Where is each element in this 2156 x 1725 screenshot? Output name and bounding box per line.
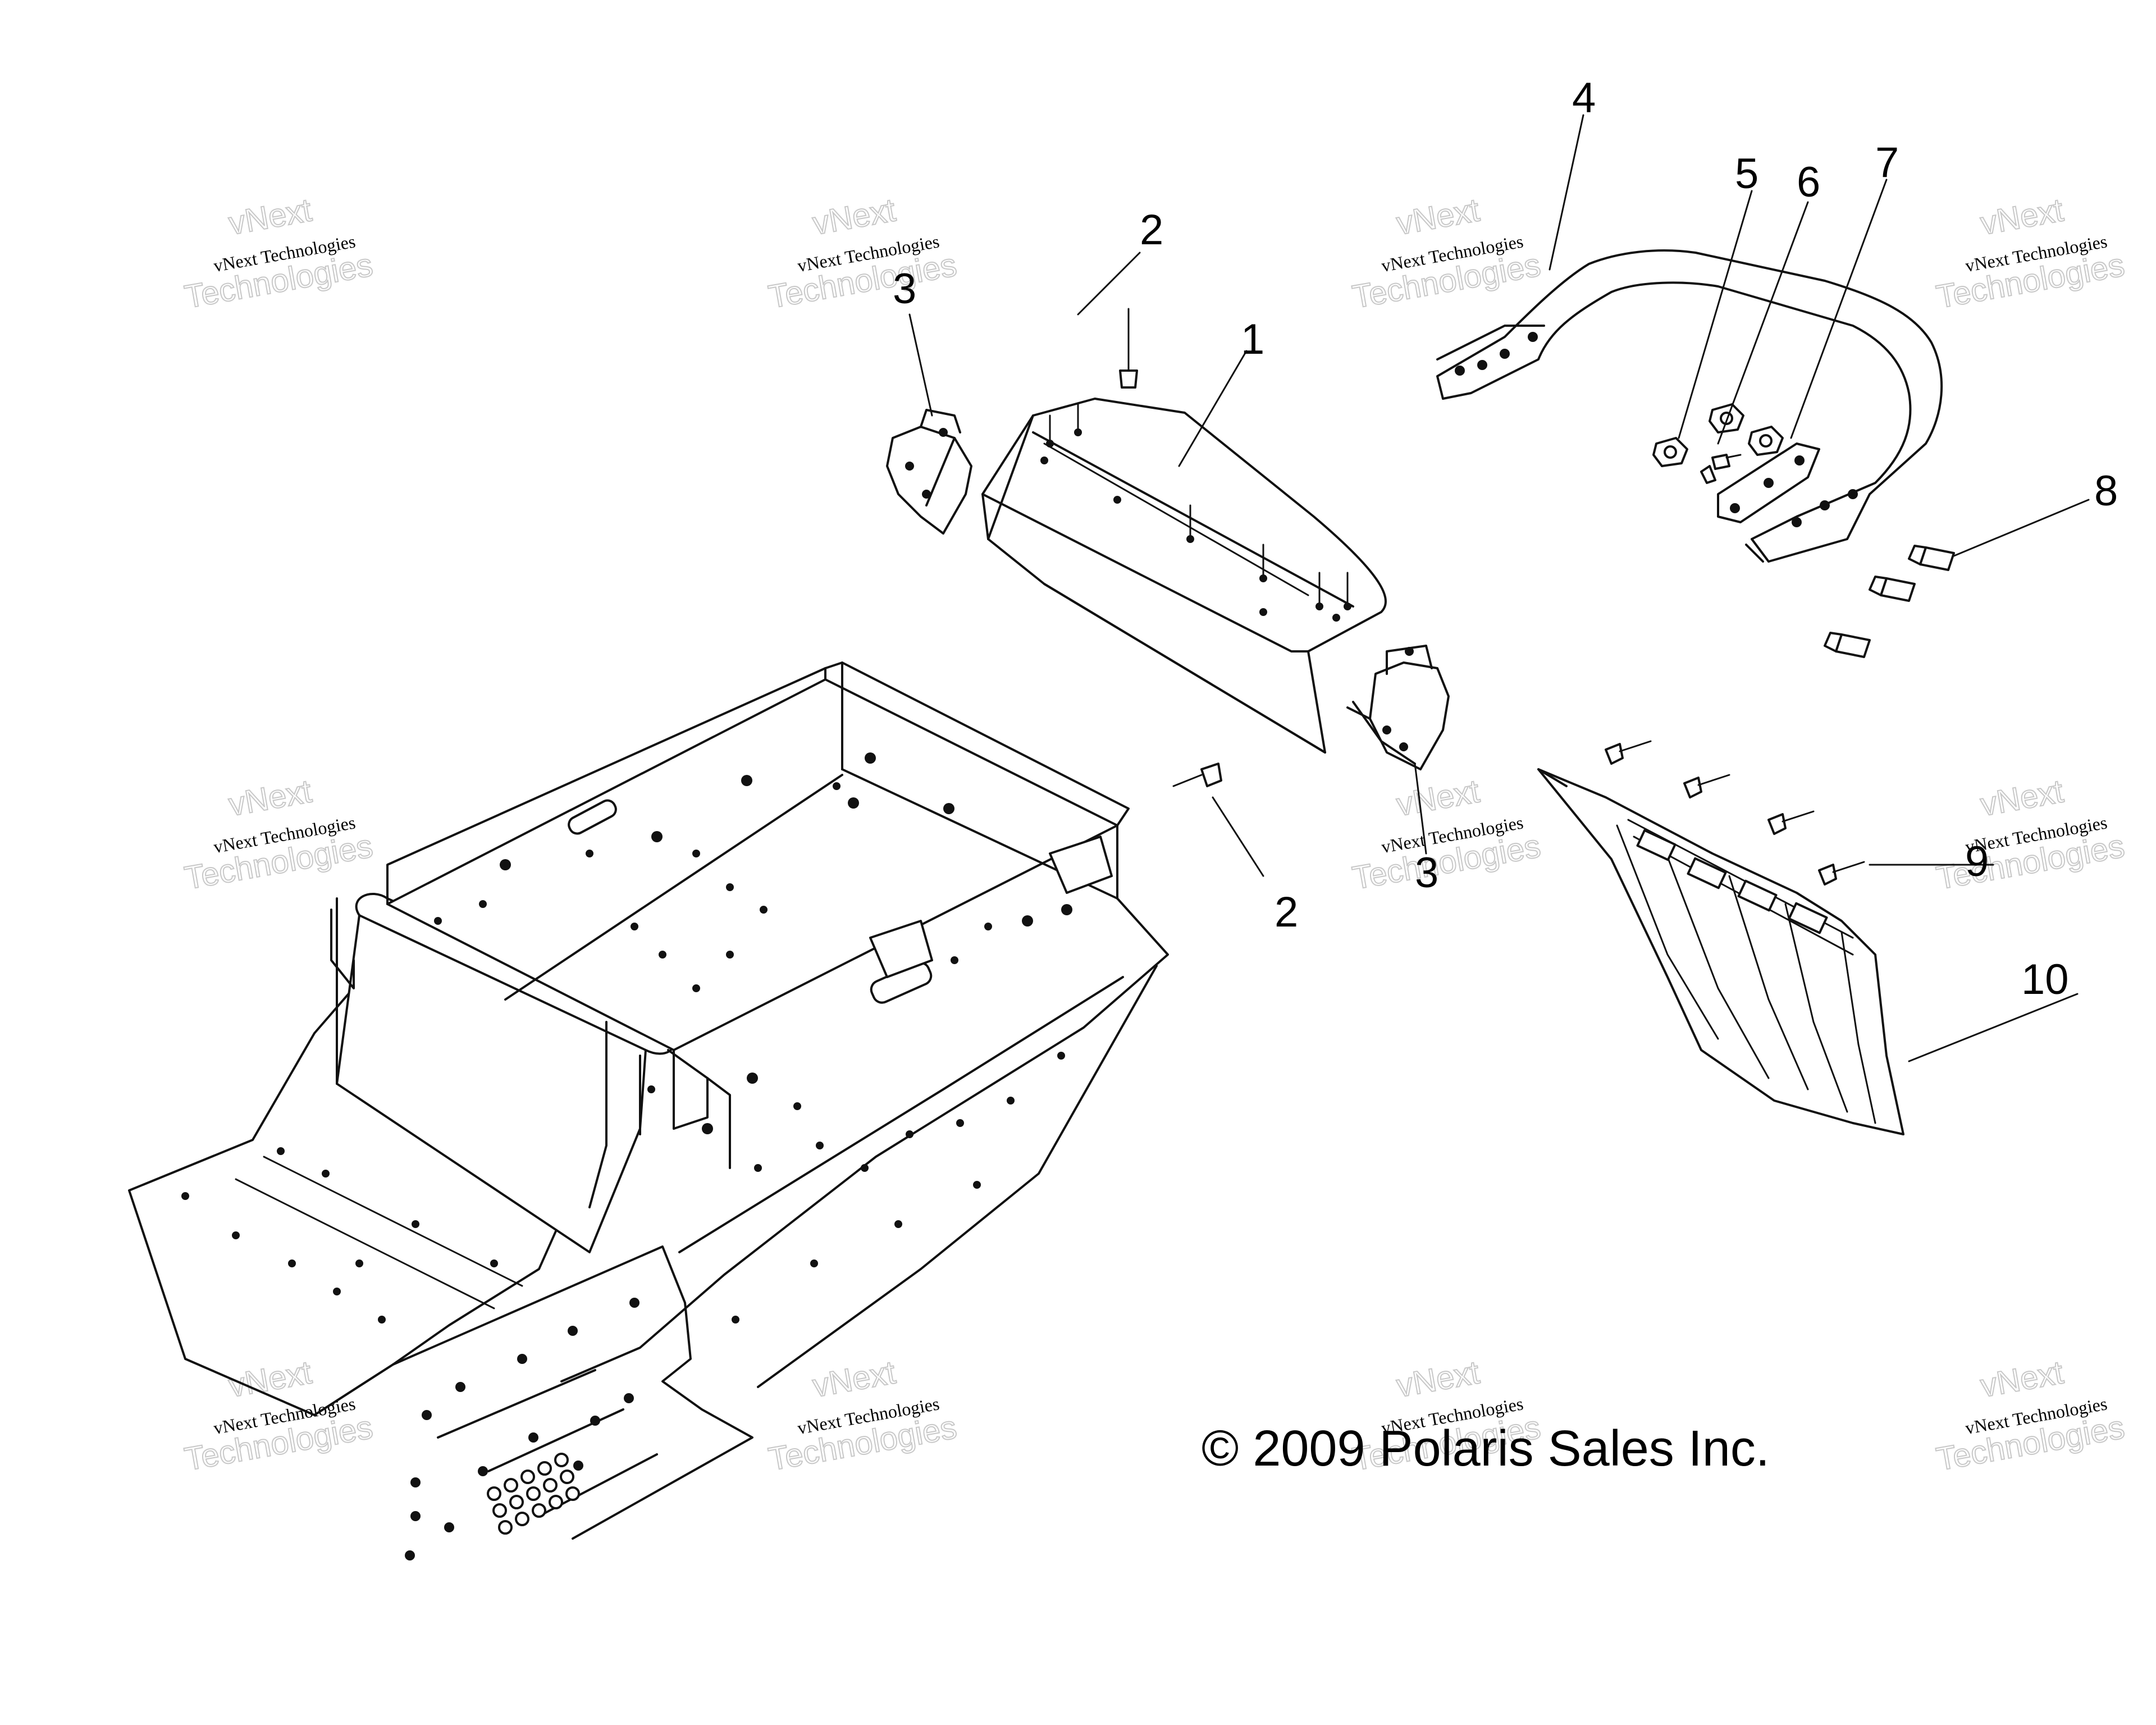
watermark-stamp: vNext [1978, 1354, 2066, 1404]
callout-labels: 1 2 2 3 3 4 5 6 7 8 9 10 [893, 74, 2118, 1003]
nut-6a [1709, 403, 1744, 433]
bracket-left [886, 409, 972, 535]
bracket-right [1346, 645, 1450, 770]
callout-10: 10 [2021, 956, 2069, 1003]
callout-7: 7 [1875, 139, 1899, 186]
callout-2-lower: 2 [1275, 888, 1298, 936]
callout-6: 6 [1797, 158, 1820, 206]
callout-4: 4 [1572, 74, 1596, 122]
bolt-8b [1869, 576, 1916, 602]
callout-8: 8 [2094, 467, 2118, 515]
callout-1: 1 [1241, 316, 1264, 363]
callout-2-upper: 2 [1140, 206, 1163, 254]
watermark-stamp: vNext [226, 773, 314, 823]
watermark-stamp: vNext [810, 1354, 898, 1404]
watermark-stamp: vNext [1394, 773, 1482, 823]
watermark-stamp: vNext [1978, 773, 2066, 823]
bumper-end-cap [1717, 442, 1820, 523]
rear-bumper [1436, 249, 1943, 563]
watermark: vNext vNext Technologies Technologies [1933, 1353, 2128, 1478]
callout-5: 5 [1735, 150, 1758, 198]
callout-9: 9 [1965, 838, 1989, 886]
copyright-text: © 2009 Polaris Sales Inc. [1202, 1421, 1770, 1477]
watermark-stamp: vNext [1394, 1354, 1482, 1404]
watermark: vNext vNext Technologies Technologies [1933, 191, 2128, 316]
rivet-upper [1119, 308, 1138, 389]
bolt-8a [1908, 545, 1955, 571]
vent-holes [487, 1453, 580, 1535]
watermark-stamp: vNext [1978, 191, 2066, 242]
bolt-8c [1824, 632, 1871, 658]
watermark: vNext vNext Technologies Technologies [765, 191, 960, 316]
watermark: vNext vNext Technologies Technologies [765, 1353, 960, 1478]
nut-6b [1748, 426, 1784, 456]
watermark: vNext vNext Technologies Technologies [181, 191, 376, 316]
rivet-lower [1172, 763, 1222, 787]
watermark: vNext vNext Technologies Technologies [1933, 772, 2128, 897]
tunnel-holes [181, 752, 1072, 1560]
watermark-stamp: vNext [810, 191, 898, 242]
callout-3-right: 3 [1415, 849, 1438, 897]
washer-6 [1700, 454, 1742, 484]
flap-rivets [1605, 740, 1865, 886]
leader-lines [908, 114, 2090, 1062]
watermark-stamp: vNext [1394, 191, 1482, 242]
callout-3-left: 3 [893, 265, 916, 313]
watermark: vNext vNext Technologies Technologies [1349, 772, 1544, 897]
watermark: vNext vNext Technologies Technologies [181, 772, 376, 897]
watermark: vNext vNext Technologies Technologies [1349, 191, 1544, 316]
storage-box [981, 398, 1387, 754]
watermark-stamp: vNext [226, 191, 314, 242]
nut-5 [1652, 437, 1688, 467]
snow-flap [1537, 768, 1904, 1135]
tunnel-chassis [128, 661, 1169, 1560]
